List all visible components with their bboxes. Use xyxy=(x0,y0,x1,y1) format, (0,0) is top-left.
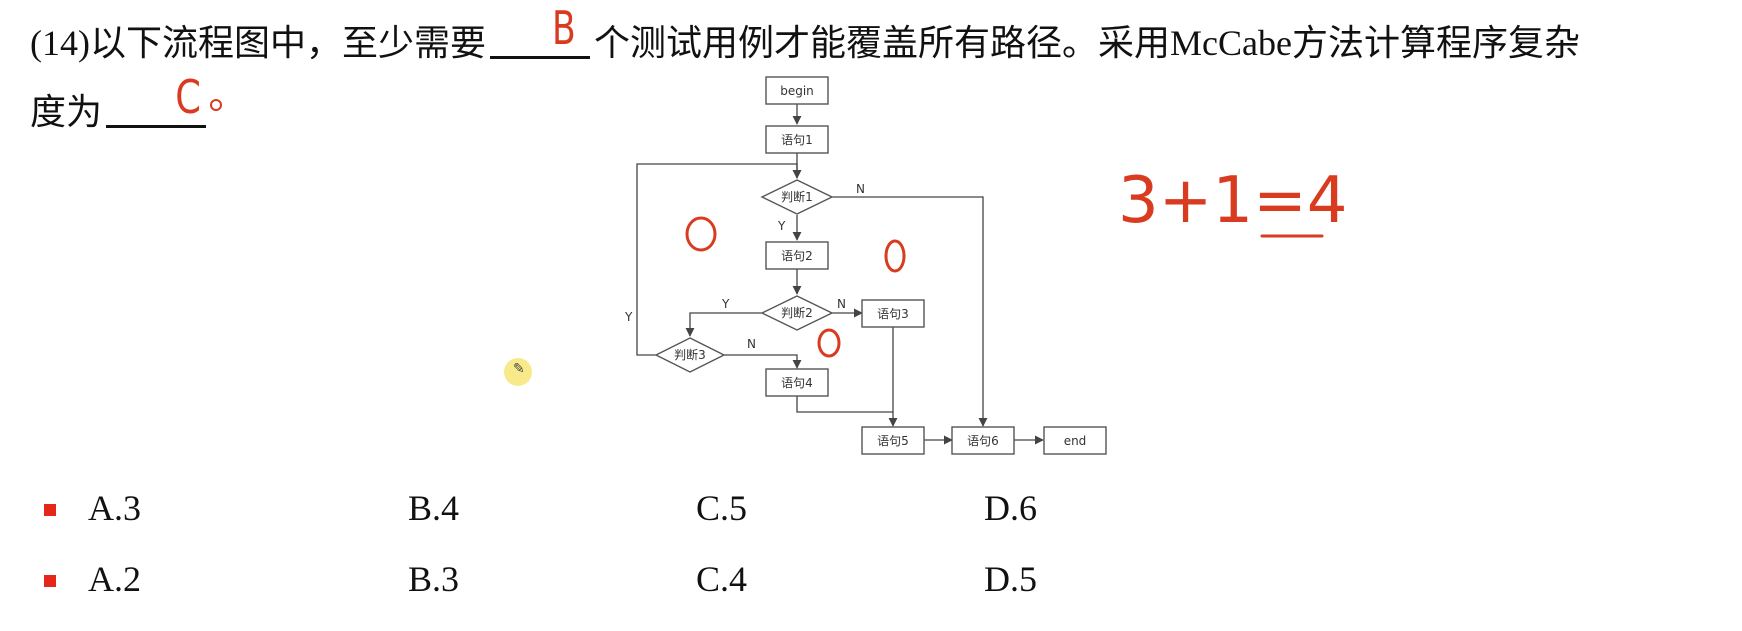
option-d[interactable]: D.6 xyxy=(984,488,1037,528)
node-statement-3-label: 语句3 xyxy=(877,307,909,321)
handwritten-formula-text: 3+1=4 xyxy=(1118,164,1347,238)
option-c[interactable]: C.4 xyxy=(696,559,748,599)
node-decision-2: 判断2 xyxy=(760,295,834,331)
edge-d1-s6 xyxy=(832,196,988,427)
node-statement-2: 语句2 xyxy=(765,241,829,270)
node-decision-1: 判断1 xyxy=(760,179,834,215)
node-statement-3: 语句3 xyxy=(861,299,925,328)
bullet-icon xyxy=(44,504,56,516)
handwritten-formula: 3+1=4 xyxy=(1118,164,1347,238)
handwritten-period xyxy=(210,99,223,111)
handwritten-answer-1: B xyxy=(551,1,576,55)
node-statement-6: 语句6 xyxy=(951,426,1015,455)
handwritten-region-mark-1 xyxy=(685,216,717,252)
edge-s4-s5 xyxy=(796,396,893,413)
node-statement-5: 语句5 xyxy=(861,426,925,455)
node-begin-label: begin xyxy=(780,84,814,98)
node-decision-2-label: 判断2 xyxy=(781,305,813,320)
options-row-2: A.2 B.3 C.4 D.5 xyxy=(0,557,1742,607)
handwritten-region-mark-3 xyxy=(817,328,841,358)
bullet-icon xyxy=(44,575,56,587)
option-b[interactable]: B.3 xyxy=(408,559,460,599)
edge-d2-d3 xyxy=(685,312,762,337)
handwritten-answer-2: C xyxy=(175,70,201,124)
question-text-suffix: 个测试用例才能覆盖所有路径。采用McCabe方法计算程序复杂 xyxy=(593,23,1580,63)
option-c[interactable]: C.5 xyxy=(696,488,748,528)
node-end-label: end xyxy=(1064,434,1087,448)
handwritten-region-mark-2 xyxy=(884,239,906,273)
node-statement-6-label: 语句6 xyxy=(967,434,999,448)
edge-label-d3-yes: Y xyxy=(624,310,633,324)
edge-label-d1-no: N xyxy=(856,182,865,196)
question-text-prefix: (14)以下流程图中，至少需要 xyxy=(30,23,486,63)
edge-label-d2-no: N xyxy=(837,297,846,311)
edge-label-d2-yes: Y xyxy=(721,297,730,311)
edge-d3-s4 xyxy=(724,354,802,369)
options-row-1: A.3 B.4 C.5 D.6 xyxy=(0,486,1742,536)
answer-blank-1: B xyxy=(489,5,590,59)
edge-d3-loop xyxy=(636,163,802,356)
option-a[interactable]: A.3 xyxy=(88,488,141,528)
node-begin: begin xyxy=(765,76,829,105)
option-a[interactable]: A.2 xyxy=(88,559,141,599)
node-statement-1-label: 语句1 xyxy=(781,133,813,147)
node-statement-4: 语句4 xyxy=(765,368,829,397)
node-end: end xyxy=(1043,426,1107,455)
pointer-cursor-highlight: ✎ xyxy=(504,358,532,386)
node-statement-1: 语句1 xyxy=(765,125,829,154)
node-decision-1-label: 判断1 xyxy=(781,189,813,204)
pen-icon: ✎ xyxy=(513,361,525,377)
option-d[interactable]: D.5 xyxy=(984,559,1037,599)
node-statement-5-label: 语句5 xyxy=(877,434,909,448)
edge-label-d1-yes: Y xyxy=(777,219,786,233)
node-decision-3-label: 判断3 xyxy=(674,347,706,362)
question-text-prefix-2: 度为 xyxy=(30,92,103,132)
edge-label-d3-no: N xyxy=(747,337,756,351)
node-decision-3: 判断3 xyxy=(654,337,726,373)
answer-blank-2: C xyxy=(106,74,223,128)
node-statement-2-label: 语句2 xyxy=(781,249,813,263)
option-b[interactable]: B.4 xyxy=(408,488,460,528)
node-statement-4-label: 语句4 xyxy=(781,376,813,390)
